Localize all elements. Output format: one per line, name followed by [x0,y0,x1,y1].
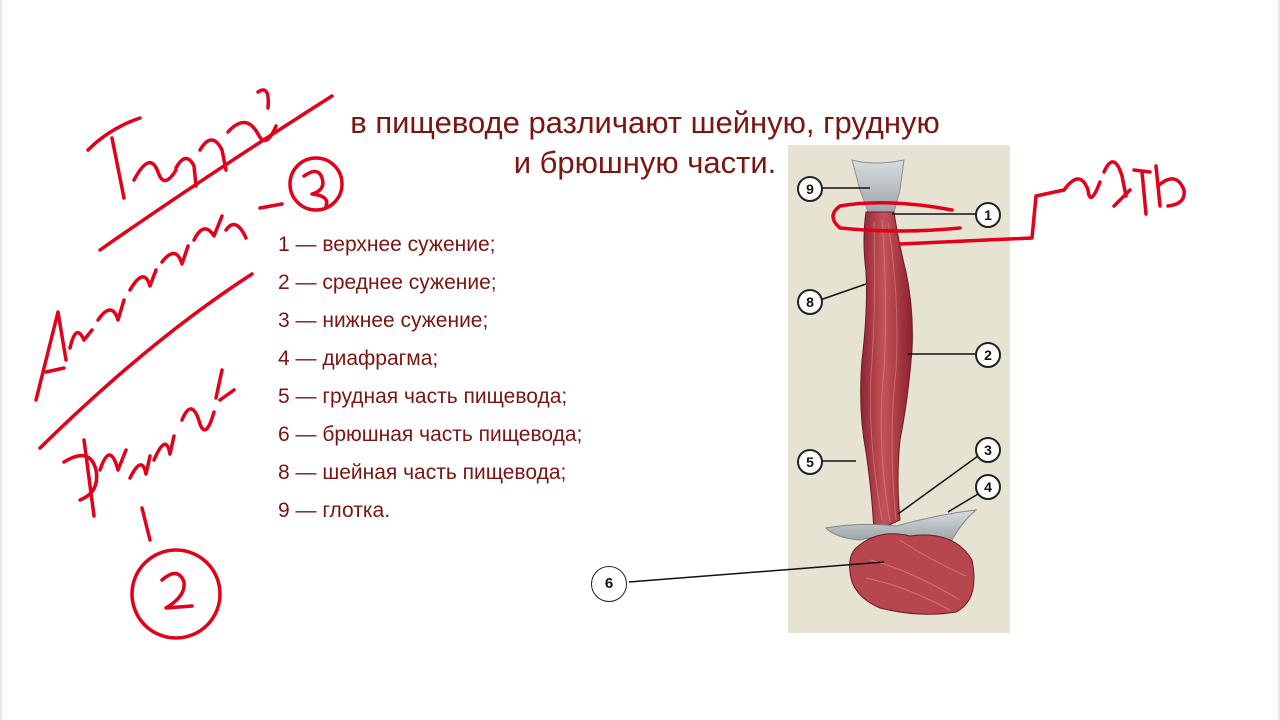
handwritten-word-top [86,88,278,200]
dash-stroke [258,202,284,210]
legend-list: 1 — верхнее сужение; 2 — среднее сужение… [278,226,582,530]
callout-4: 4 [975,474,1001,500]
underline-stroke [98,94,334,252]
circled-number-top [288,156,344,212]
callout-2: 2 [975,342,1001,368]
legend-item: 3 — нижнее сужение; [278,309,489,332]
highlight-loop [831,188,1066,246]
callout-3: 3 [975,437,1001,463]
legend-item: 8 — шейная часть пищевода; [278,461,567,484]
circled-number-bottom [130,548,222,640]
legend-item: 6 — брюшная часть пищевода; [278,423,583,446]
right-frame-edge [1278,0,1280,720]
strike-stroke-1 [38,272,254,450]
callout-1: 1 [975,202,1001,228]
abdominal-part-shape [849,533,975,615]
handwritten-word-right [1062,160,1186,216]
legend-item: 2 — среднее сужение; [278,271,497,294]
title-line-1: в пищеводе различают шейную, грудную [350,105,940,140]
legend-item: 1 — верхнее сужение; [278,233,496,256]
legend-item: 5 — грудная часть пищевода; [278,385,568,408]
slide-title: в пищеводе различают шейную, грудную и б… [300,103,990,183]
left-frame-edge [0,0,2,720]
callout-5: 5 [797,449,823,475]
callout-9: 9 [797,176,823,202]
callout-6: 6 [591,566,627,602]
handwritten-word-middle [34,214,248,402]
callout-8: 8 [797,289,823,315]
muscle-fibres [869,219,898,523]
title-line-2: и брюшную части. [513,145,777,180]
legend-item: 4 — диафрагма; [278,347,439,370]
legend-item: 9 — глотка. [278,499,391,522]
leader-lines [628,187,979,583]
connector-stroke [140,506,152,542]
handwritten-word-lower [62,368,236,518]
diaphragm-shape [824,509,978,541]
